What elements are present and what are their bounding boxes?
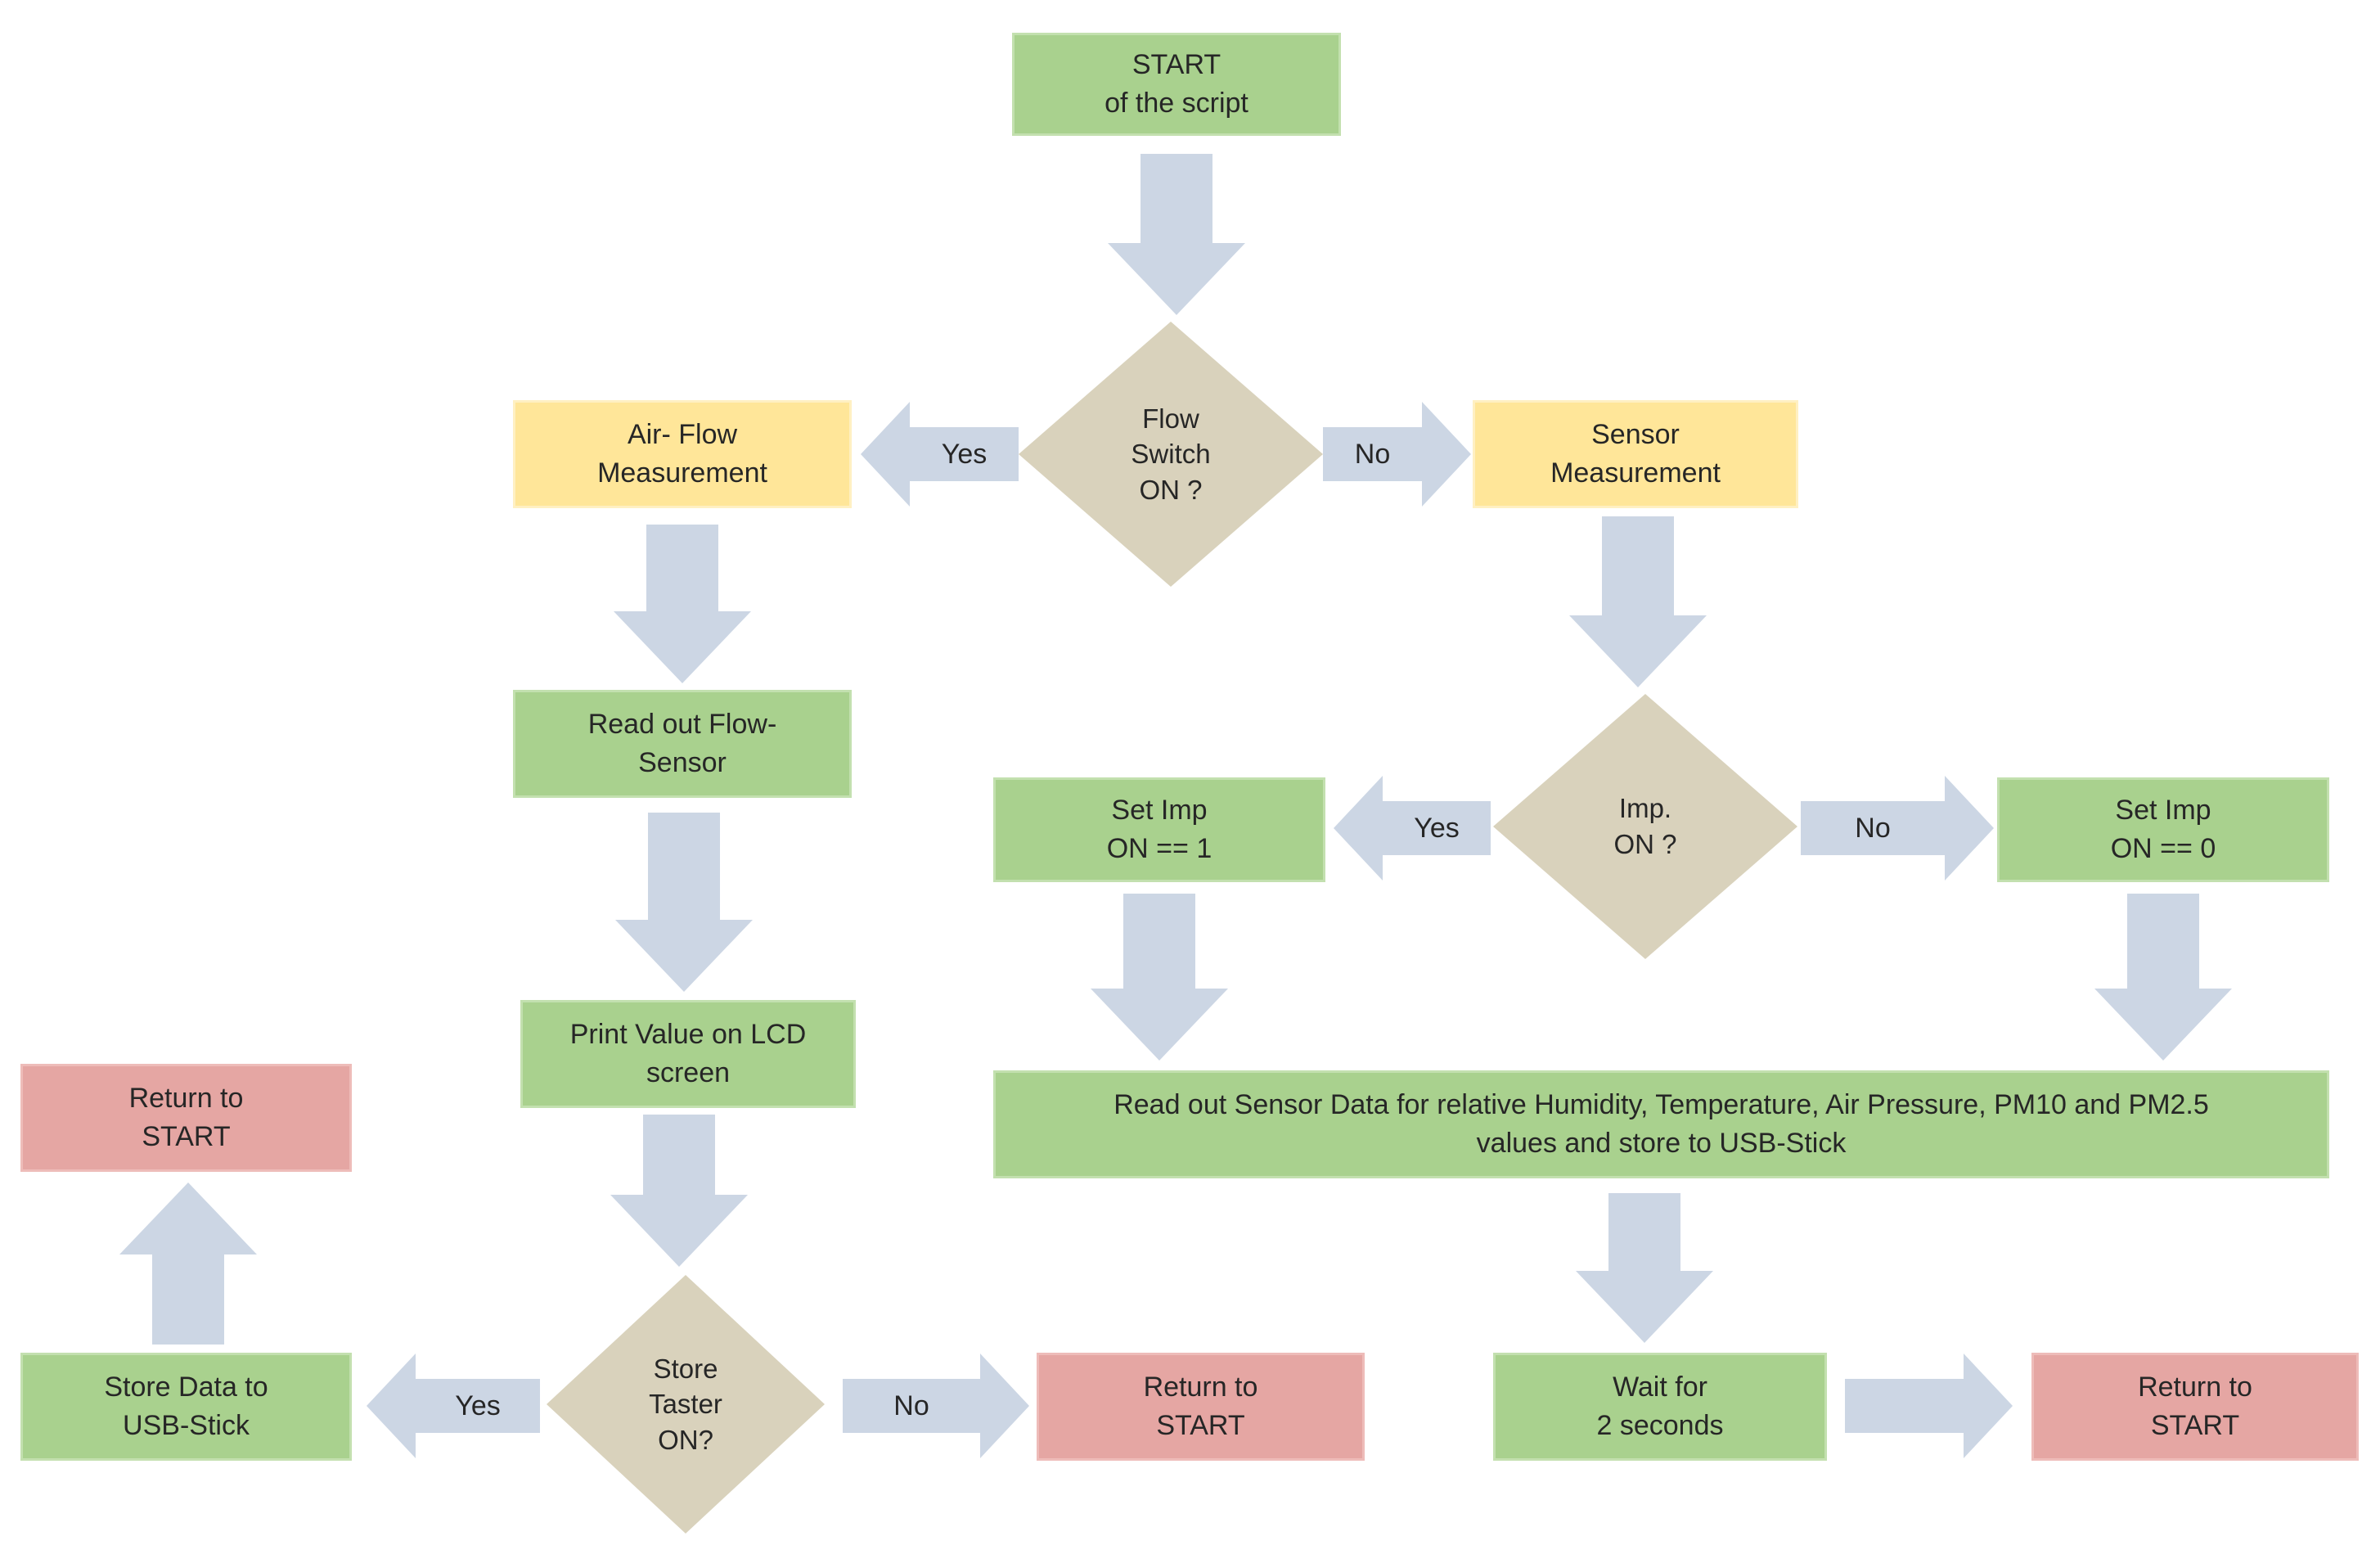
arrow-air-flow-to-read-out	[614, 525, 751, 683]
node-print-value-label: Print Value on LCD screen	[569, 1019, 807, 1088]
decision-imp-on-label: Imp. ON ?	[1613, 793, 1677, 859]
node-sensor-measurement-label: Sensor Measurement	[1550, 419, 1721, 489]
arrow-imp-yes: Yes	[1334, 776, 1491, 881]
arrow-start-to-flow-switch	[1108, 154, 1245, 315]
arrow-flow-switch-yes: Yes	[861, 402, 1019, 507]
node-return-center-label: Return to START	[1143, 1372, 1258, 1441]
arrow-head-down-icon	[1569, 615, 1707, 687]
arrow-stem	[646, 525, 718, 611]
node-return-left-label: Return to START	[128, 1083, 244, 1152]
arrow-head-down-icon	[2094, 989, 2232, 1061]
node-read-out-sensor-data: Read out Sensor Data for relative Humidi…	[993, 1070, 2329, 1178]
arrow-stem	[152, 1254, 224, 1345]
node-read-out-flow-label: Read out Flow- Sensor	[587, 709, 777, 778]
arrow-stem	[1602, 516, 1674, 615]
edge-label-no: No	[893, 1390, 929, 1421]
node-start-label: START of the script	[1105, 49, 1248, 119]
arrow-read-out-to-wait	[1576, 1193, 1713, 1343]
arrow-head-down-icon	[615, 920, 753, 992]
arrow-stem	[2127, 894, 2199, 989]
arrow-head-up-icon	[119, 1182, 257, 1254]
arrow-head-down-icon	[1108, 243, 1245, 315]
node-store-data-usb: Store Data to USB-Stick	[20, 1353, 352, 1461]
edge-label-yes: Yes	[941, 438, 988, 470]
arrow-sensor-to-imp	[1569, 516, 1707, 687]
arrow-head-left-icon	[367, 1354, 416, 1458]
node-return-to-start-right: Return to START	[2031, 1353, 2359, 1461]
arrow-head-right-icon	[1945, 776, 1994, 881]
arrow-stem	[643, 1115, 715, 1195]
arrow-wait-to-return	[1845, 1354, 2013, 1458]
node-wait-2-seconds: Wait for 2 seconds	[1493, 1353, 1827, 1461]
arrow-head-right-icon	[980, 1354, 1029, 1458]
node-set-imp-0-label: Set Imp ON == 0	[2110, 795, 2216, 864]
node-return-right-label: Return to START	[2138, 1372, 2252, 1441]
arrow-head-down-icon	[610, 1195, 748, 1267]
arrow-stem	[1845, 1379, 1964, 1433]
node-set-imp-on-0: Set Imp ON == 0	[1997, 777, 2329, 882]
arrow-imp-no: No	[1801, 776, 1994, 881]
arrow-head-down-icon	[1091, 989, 1228, 1061]
decision-store-taster: Store Taster ON?	[547, 1275, 825, 1534]
arrow-head-right-icon	[1964, 1354, 2013, 1458]
node-read-out-sensor-data-label: Read out Sensor Data for relative Humidi…	[1114, 1089, 2209, 1159]
edge-label-no: No	[1354, 438, 1391, 470]
node-start: START of the script	[1012, 33, 1341, 136]
arrow-store-data-to-return	[119, 1182, 257, 1345]
arrow-head-left-icon	[861, 402, 910, 507]
node-set-imp-1-label: Set Imp ON == 1	[1106, 795, 1212, 864]
arrow-head-left-icon	[1334, 776, 1383, 881]
arrow-set-imp-0-to-read-out	[2094, 894, 2232, 1061]
arrow-stem	[1123, 894, 1195, 989]
node-air-flow-measurement: Air- Flow Measurement	[513, 400, 852, 508]
arrow-stem	[1608, 1193, 1680, 1271]
decision-flow-switch: Flow Switch ON ?	[1019, 322, 1323, 587]
arrow-stem	[416, 1379, 540, 1433]
arrow-stem	[1141, 154, 1212, 243]
arrow-stem	[910, 427, 1019, 481]
edge-label-no: No	[1855, 812, 1891, 844]
node-wait-label: Wait for 2 seconds	[1596, 1372, 1724, 1441]
node-store-data-label: Store Data to USB-Stick	[104, 1372, 268, 1441]
arrow-print-to-store-taster	[610, 1115, 748, 1267]
node-sensor-measurement: Sensor Measurement	[1473, 400, 1798, 508]
arrow-stem	[648, 813, 720, 920]
arrow-stem	[1801, 801, 1945, 855]
node-return-to-start-center: Return to START	[1037, 1353, 1365, 1461]
decision-store-taster-label: Store Taster ON?	[649, 1353, 722, 1455]
arrow-head-down-icon	[1576, 1271, 1713, 1343]
decision-imp-on: Imp. ON ?	[1493, 694, 1797, 959]
node-print-value-lcd: Print Value on LCD screen	[520, 1000, 856, 1108]
decision-flow-switch-label: Flow Switch ON ?	[1131, 403, 1211, 505]
node-return-to-start-left: Return to START	[20, 1064, 352, 1172]
arrow-head-right-icon	[1422, 402, 1471, 507]
arrow-head-down-icon	[614, 611, 751, 683]
arrow-set-imp-1-to-read-out	[1091, 894, 1228, 1061]
edge-label-yes: Yes	[455, 1390, 501, 1421]
arrow-store-taster-yes: Yes	[367, 1354, 540, 1458]
arrow-flow-switch-no: No	[1323, 402, 1471, 507]
arrow-stem	[1323, 427, 1422, 481]
edge-label-yes: Yes	[1414, 812, 1460, 844]
node-read-out-flow-sensor: Read out Flow- Sensor	[513, 690, 852, 798]
arrow-store-taster-no: No	[843, 1354, 1029, 1458]
arrow-stem	[843, 1379, 980, 1433]
node-air-flow-label: Air- Flow Measurement	[597, 419, 767, 489]
node-set-imp-on-1: Set Imp ON == 1	[993, 777, 1325, 882]
arrow-stem	[1383, 801, 1491, 855]
arrow-read-out-to-print	[615, 813, 753, 992]
